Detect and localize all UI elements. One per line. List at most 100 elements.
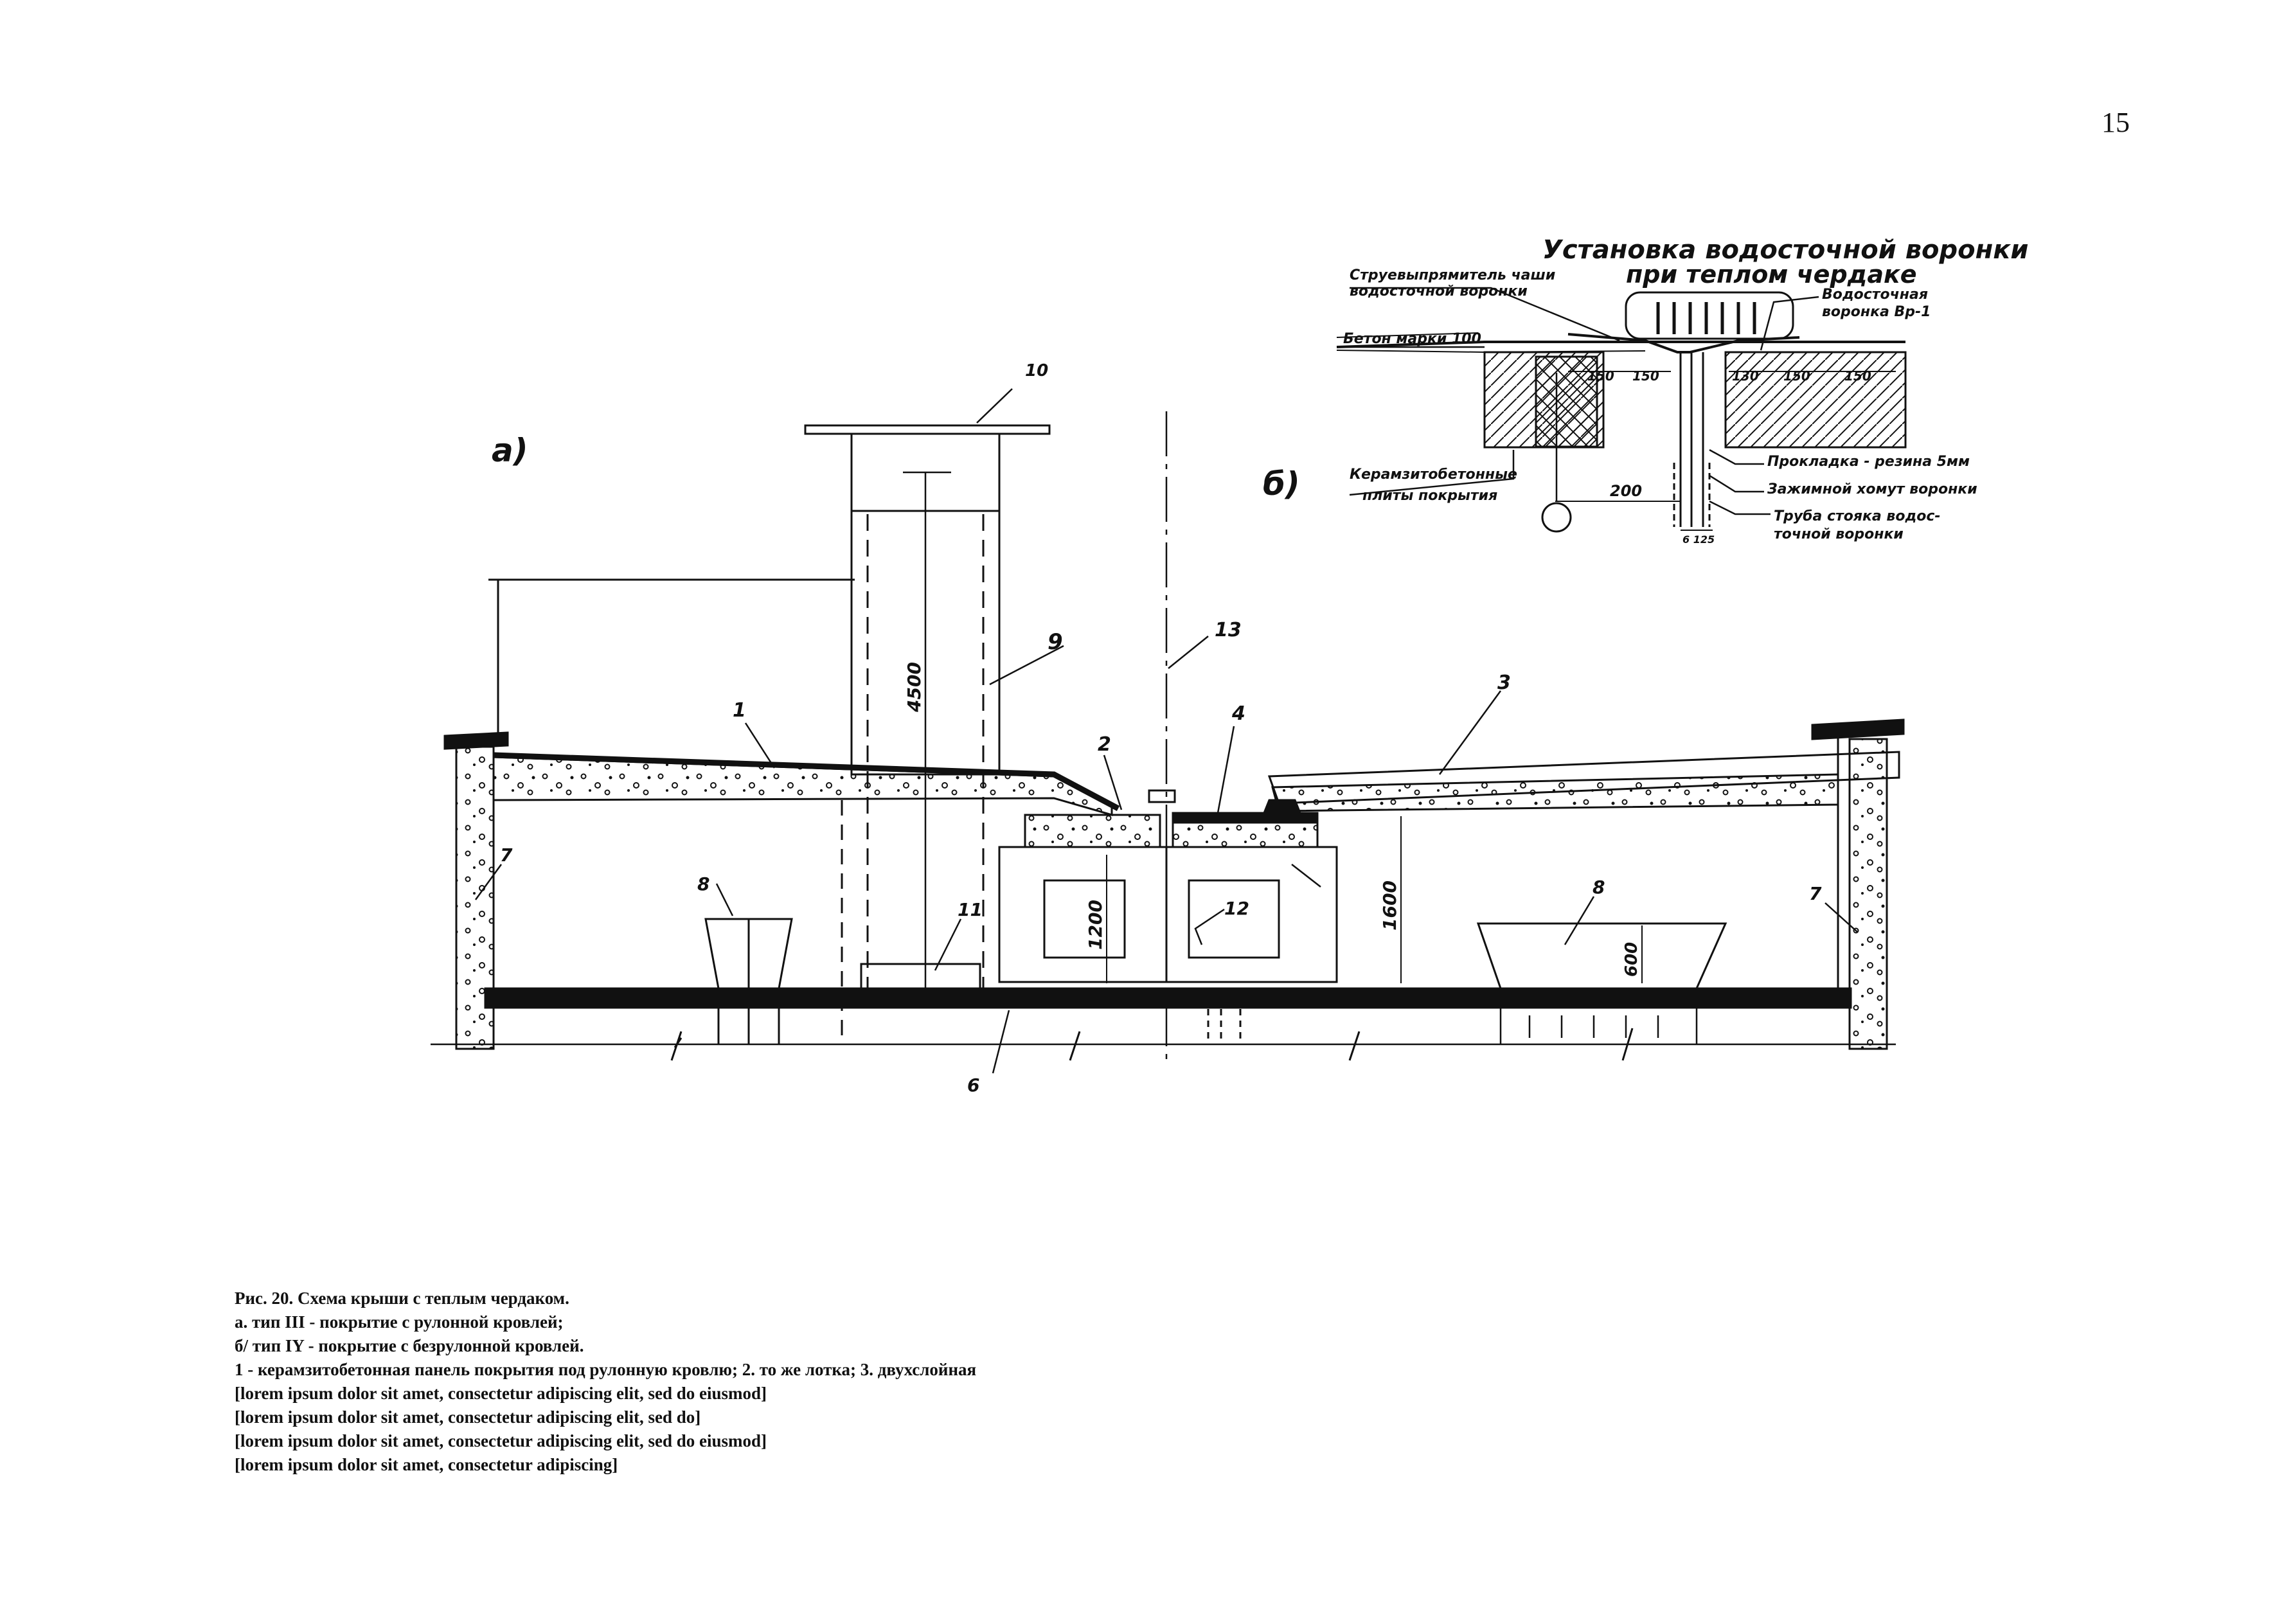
left-parapet-cap: [443, 731, 509, 750]
dimension-1600: 1600: [1379, 880, 1400, 931]
detail-strainer: [1625, 291, 1794, 340]
callout-9: 9: [1048, 629, 1063, 655]
callout-2: 2: [1098, 733, 1111, 756]
dimension-1200: 1200: [1085, 900, 1106, 950]
callout-7b: 7: [1809, 883, 1822, 904]
vent-block-left: [704, 918, 793, 990]
dimension-4500: 4500: [904, 662, 925, 713]
break-mark-4: [1621, 1028, 1634, 1061]
callout-3: 3: [1497, 672, 1511, 694]
callout-6: 6: [967, 1075, 979, 1096]
detail-label-plates2: плиты покрытия: [1362, 488, 1497, 504]
detail-leader-left: [1350, 287, 1620, 342]
gutter-tray: [1172, 821, 1319, 848]
support-panel-right: [1165, 846, 1338, 983]
vent-shaft-upper: [850, 434, 1001, 514]
leader-3: [1438, 690, 1502, 775]
detail-label-pipe1: Труба стояка водос-: [1774, 508, 1941, 524]
detail-label-beton: Бетон марки 100: [1343, 331, 1481, 347]
caption-line-8: [lorem ipsum dolor sit amet, consectetur…: [235, 1455, 618, 1474]
leader-12: [1194, 908, 1225, 945]
callout-10: 10: [1025, 361, 1048, 380]
leader-11: [934, 918, 962, 971]
leader-8a: [715, 883, 734, 916]
leader-8b: [1564, 896, 1595, 945]
callout-8a: 8: [697, 873, 709, 895]
callout-1: 1: [733, 699, 746, 722]
detail-drain-funnel: [1336, 287, 1907, 533]
detail-label-left2: водосточной воронки: [1350, 283, 1528, 299]
vent-block-left-below: [717, 1008, 780, 1044]
leader-7b: [1824, 902, 1858, 932]
detail-slab-left-top: [1336, 341, 1905, 348]
figure-caption: Рис. 20. Схема крыши с теплым чердаком. …: [235, 1287, 1166, 1477]
page-number: 15: [2101, 107, 2130, 138]
vent-block-right-below: [1499, 1008, 1698, 1044]
detail-title-line1: Установка водосточной воронки: [1542, 235, 2028, 265]
detail-dim-150b: 150: [1632, 368, 1659, 384]
callout-8b: 8: [1592, 877, 1605, 898]
detail-funnel-bowl: [1567, 333, 1800, 353]
right-support-wedge: [1261, 799, 1303, 817]
caption-line-3: б/ тип IY - покрытие с безрулонной кровл…: [235, 1336, 584, 1355]
detail-dim-130: 130: [1732, 368, 1759, 384]
break-mark-3: [1348, 1031, 1361, 1061]
callout-7a: 7: [500, 844, 513, 866]
leader-1: [744, 722, 776, 769]
view-label-a: а): [492, 432, 528, 469]
break-mark-1: [670, 1031, 682, 1061]
detail-dim-200: 200: [1610, 482, 1642, 500]
opening-right: [1188, 879, 1280, 959]
protective-canopy: [804, 424, 1051, 435]
support-panel-left: [998, 846, 1168, 983]
gutter-panel: [1024, 814, 1161, 848]
detail-label-left1: Струевыпрямитель чаши: [1350, 267, 1555, 283]
caption-line-2: а. тип III - покрытие с рулонной кровлей…: [235, 1312, 564, 1332]
caption-line-4: 1 - керамзитобетонная панель покрытия по…: [235, 1360, 977, 1379]
detail-label-plates1: Керамзитобетонные: [1350, 467, 1517, 483]
detail-downpipe: [1679, 352, 1704, 527]
view-label-b: б): [1263, 465, 1300, 503]
detail-leader-gasket: [1709, 449, 1764, 465]
callout-11: 11: [958, 899, 983, 920]
right-parapet-cap: [1811, 718, 1905, 740]
detail-pipe-hatch: [1673, 463, 1711, 527]
detail-strainer-ribs: [1656, 302, 1756, 334]
detail-dim-small: 6 125: [1682, 533, 1715, 546]
leader-10: [976, 388, 1013, 424]
left-roll-roofing: [493, 752, 1120, 811]
callout-4: 4: [1231, 702, 1245, 725]
detail-slab-right: [1724, 351, 1907, 449]
shaft-center-line: [903, 471, 951, 990]
opening-left: [1043, 879, 1126, 959]
detail-leader-right: [1760, 296, 1819, 351]
dimension-600: 600: [1622, 942, 1641, 977]
vent-block-right: [1476, 922, 1727, 990]
caption-line-7: [lorem ipsum dolor sit amet, consectetur…: [235, 1431, 767, 1450]
caption-line-5: [lorem ipsum dolor sit amet, consectetur…: [235, 1384, 767, 1403]
main-section: [431, 388, 1905, 1074]
detail-label-right1: Водосточная: [1822, 287, 1928, 303]
callout-12: 12: [1224, 898, 1249, 919]
detail-leader-plates: [1349, 450, 1515, 496]
leader-5: [1291, 864, 1321, 888]
leader-6: [992, 1010, 1010, 1074]
detail-label-clamp: Зажимной хомут воронки: [1767, 481, 1977, 497]
callout-13: 13: [1215, 619, 1242, 641]
detail-leader-clamp: [1709, 474, 1764, 493]
detail-label-gasket: Прокладка - резина 5мм: [1767, 454, 1970, 470]
drainage-tray: [860, 963, 981, 990]
detail-weight: [1541, 502, 1572, 533]
break-mark-2: [1069, 1031, 1081, 1061]
detail-title-line2: при теплом чердаке: [1626, 260, 1917, 289]
detail-label-right2: воронка Вр-1: [1822, 304, 1931, 320]
adjacent-building: [488, 578, 855, 739]
detail-dim-150a: 150: [1587, 368, 1614, 384]
caption-line-1: Рис. 20. Схема крыши с теплым чердаком.: [235, 1289, 569, 1308]
leader-7a: [474, 864, 503, 900]
detail-dim-150d: 150: [1844, 368, 1871, 384]
detail-dim-150c: 150: [1783, 368, 1810, 384]
callouts: а) б) 10 9 13 1 2 4 3 7 7 8 8 11 12 6 45…: [492, 361, 1822, 1096]
leader-4: [1217, 726, 1235, 814]
